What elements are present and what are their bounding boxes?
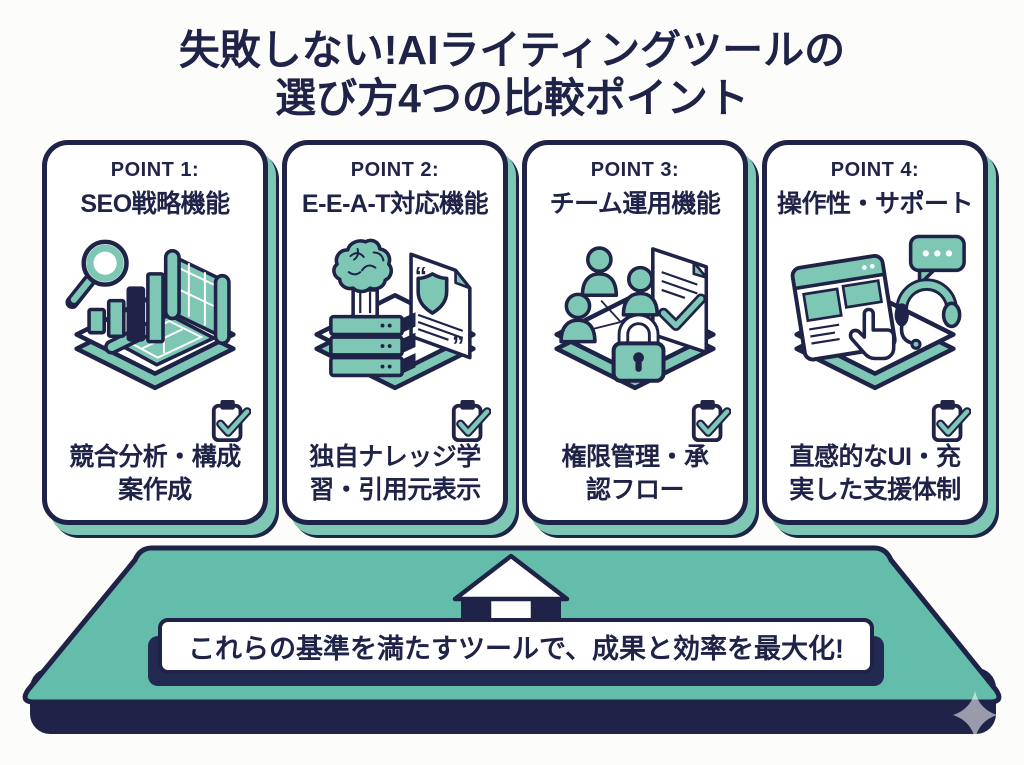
ui-support-illustration (790, 234, 966, 391)
card-usability-support: POINT 4: 操作性・サポート (762, 140, 988, 525)
sparkle-icon (953, 691, 997, 739)
comparison-cards: POINT 1: SEO戦略機能 (42, 140, 988, 525)
cursor-hand-icon (848, 307, 896, 361)
padlock-icon (611, 313, 666, 383)
clipboard-check-icon (211, 400, 251, 443)
eeat-knowledge-illustration: “ ” (314, 238, 476, 391)
card-description: 競合分析・構成 案作成 (69, 443, 241, 504)
card-subtitle: チーム運用機能 (549, 190, 721, 218)
magnifier-icon (65, 239, 129, 310)
team-members-icon (559, 246, 660, 344)
card-eeat-function: POINT 2: E-E-A-T対応機能 “ ” (282, 140, 508, 525)
point-label: POINT 1: (110, 159, 200, 181)
conclusion-section: これらの基準を満たすツールで、成果と効率を最大化! (0, 540, 1024, 765)
team-operation-illustration (554, 246, 716, 391)
card-description: 権限管理・承 認フロー (561, 443, 709, 504)
card-subtitle: SEO戦略機能 (80, 190, 230, 218)
card-subtitle: E-E-A-T対応機能 (301, 190, 489, 218)
card-description: 独自ナレッジ学 習・引用元表示 (309, 443, 481, 504)
card-subtitle: 操作性・サポート (776, 190, 974, 218)
conclusion-text: これらの基準を満たすツールで、成果と効率を最大化! (188, 633, 844, 664)
server-stack-icon (329, 312, 416, 378)
approval-document-icon (651, 247, 709, 355)
brain-icon (332, 238, 394, 319)
conclusion-banner: これらの基準を満たすツールで、成果と効率を最大化! (158, 618, 874, 674)
arrow-up-icon (452, 553, 570, 629)
speech-bubble-icon (908, 234, 966, 287)
card-description: 直感的なUI・充 実した支援体制 (789, 443, 961, 504)
clipboard-check-icon (931, 400, 971, 443)
svg-text:”: ” (452, 332, 464, 360)
point-label: POINT 4: (830, 159, 920, 181)
card-seo-strategy: POINT 1: SEO戦略機能 (42, 140, 268, 525)
headset-icon (894, 278, 962, 350)
point-label: POINT 3: (590, 159, 680, 181)
clipboard-check-icon (451, 400, 491, 443)
point-label: POINT 2: (350, 159, 440, 181)
page-title: 失敗しない!AIライティングツールの 選び方4つの比較ポイント (178, 27, 846, 122)
clipboard-check-icon (691, 400, 731, 443)
seo-strategy-illustration (65, 239, 236, 391)
card-team-operation: POINT 3: チーム運用機能 (522, 140, 748, 525)
blueprint-board-icon (163, 248, 231, 346)
shield-document-icon: “ ” (409, 252, 472, 360)
bar-chart-icon (87, 272, 165, 344)
